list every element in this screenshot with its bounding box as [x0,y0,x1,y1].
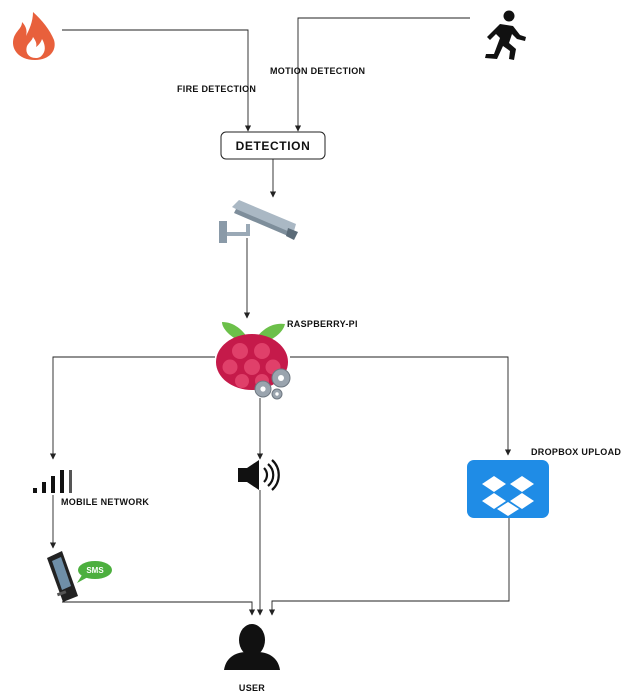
cctv-camera-icon [219,200,298,243]
detection-label: DETECTION [236,139,311,153]
speaker-icon [238,459,280,491]
mobile-network-label: MOBILE NETWORK [61,497,149,507]
dropbox-to-user-arrow [268,518,510,616]
user-icon [224,624,280,670]
running-person-icon [485,10,526,60]
fire-to-detection-arrow [62,29,252,132]
detection-box: DETECTION [220,131,326,160]
sms-label: SMS [86,566,104,575]
motion-detection-label: MOTION DETECTION [270,66,365,76]
raspberry-pi-label: RASPBERRY-PI [287,319,358,329]
raspberry-pi-icon [216,322,291,400]
phone-to-user-arrow [62,601,256,616]
dropbox-upload-label: DROPBOX UPLOAD [531,447,621,457]
dropbox-icon [467,460,549,518]
raspberry-to-mobile-arrow [49,356,215,460]
fire-detection-label: FIRE DETECTION [177,84,256,94]
motion-to-detection-arrow [294,17,470,132]
connectors [49,17,512,616]
fire-icon [12,12,55,60]
mobile-phone-sms-icon: SMS [47,551,112,602]
signal-bars-icon [33,470,72,493]
raspberry-to-dropbox-arrow [290,356,512,456]
user-label: USER [239,683,265,693]
